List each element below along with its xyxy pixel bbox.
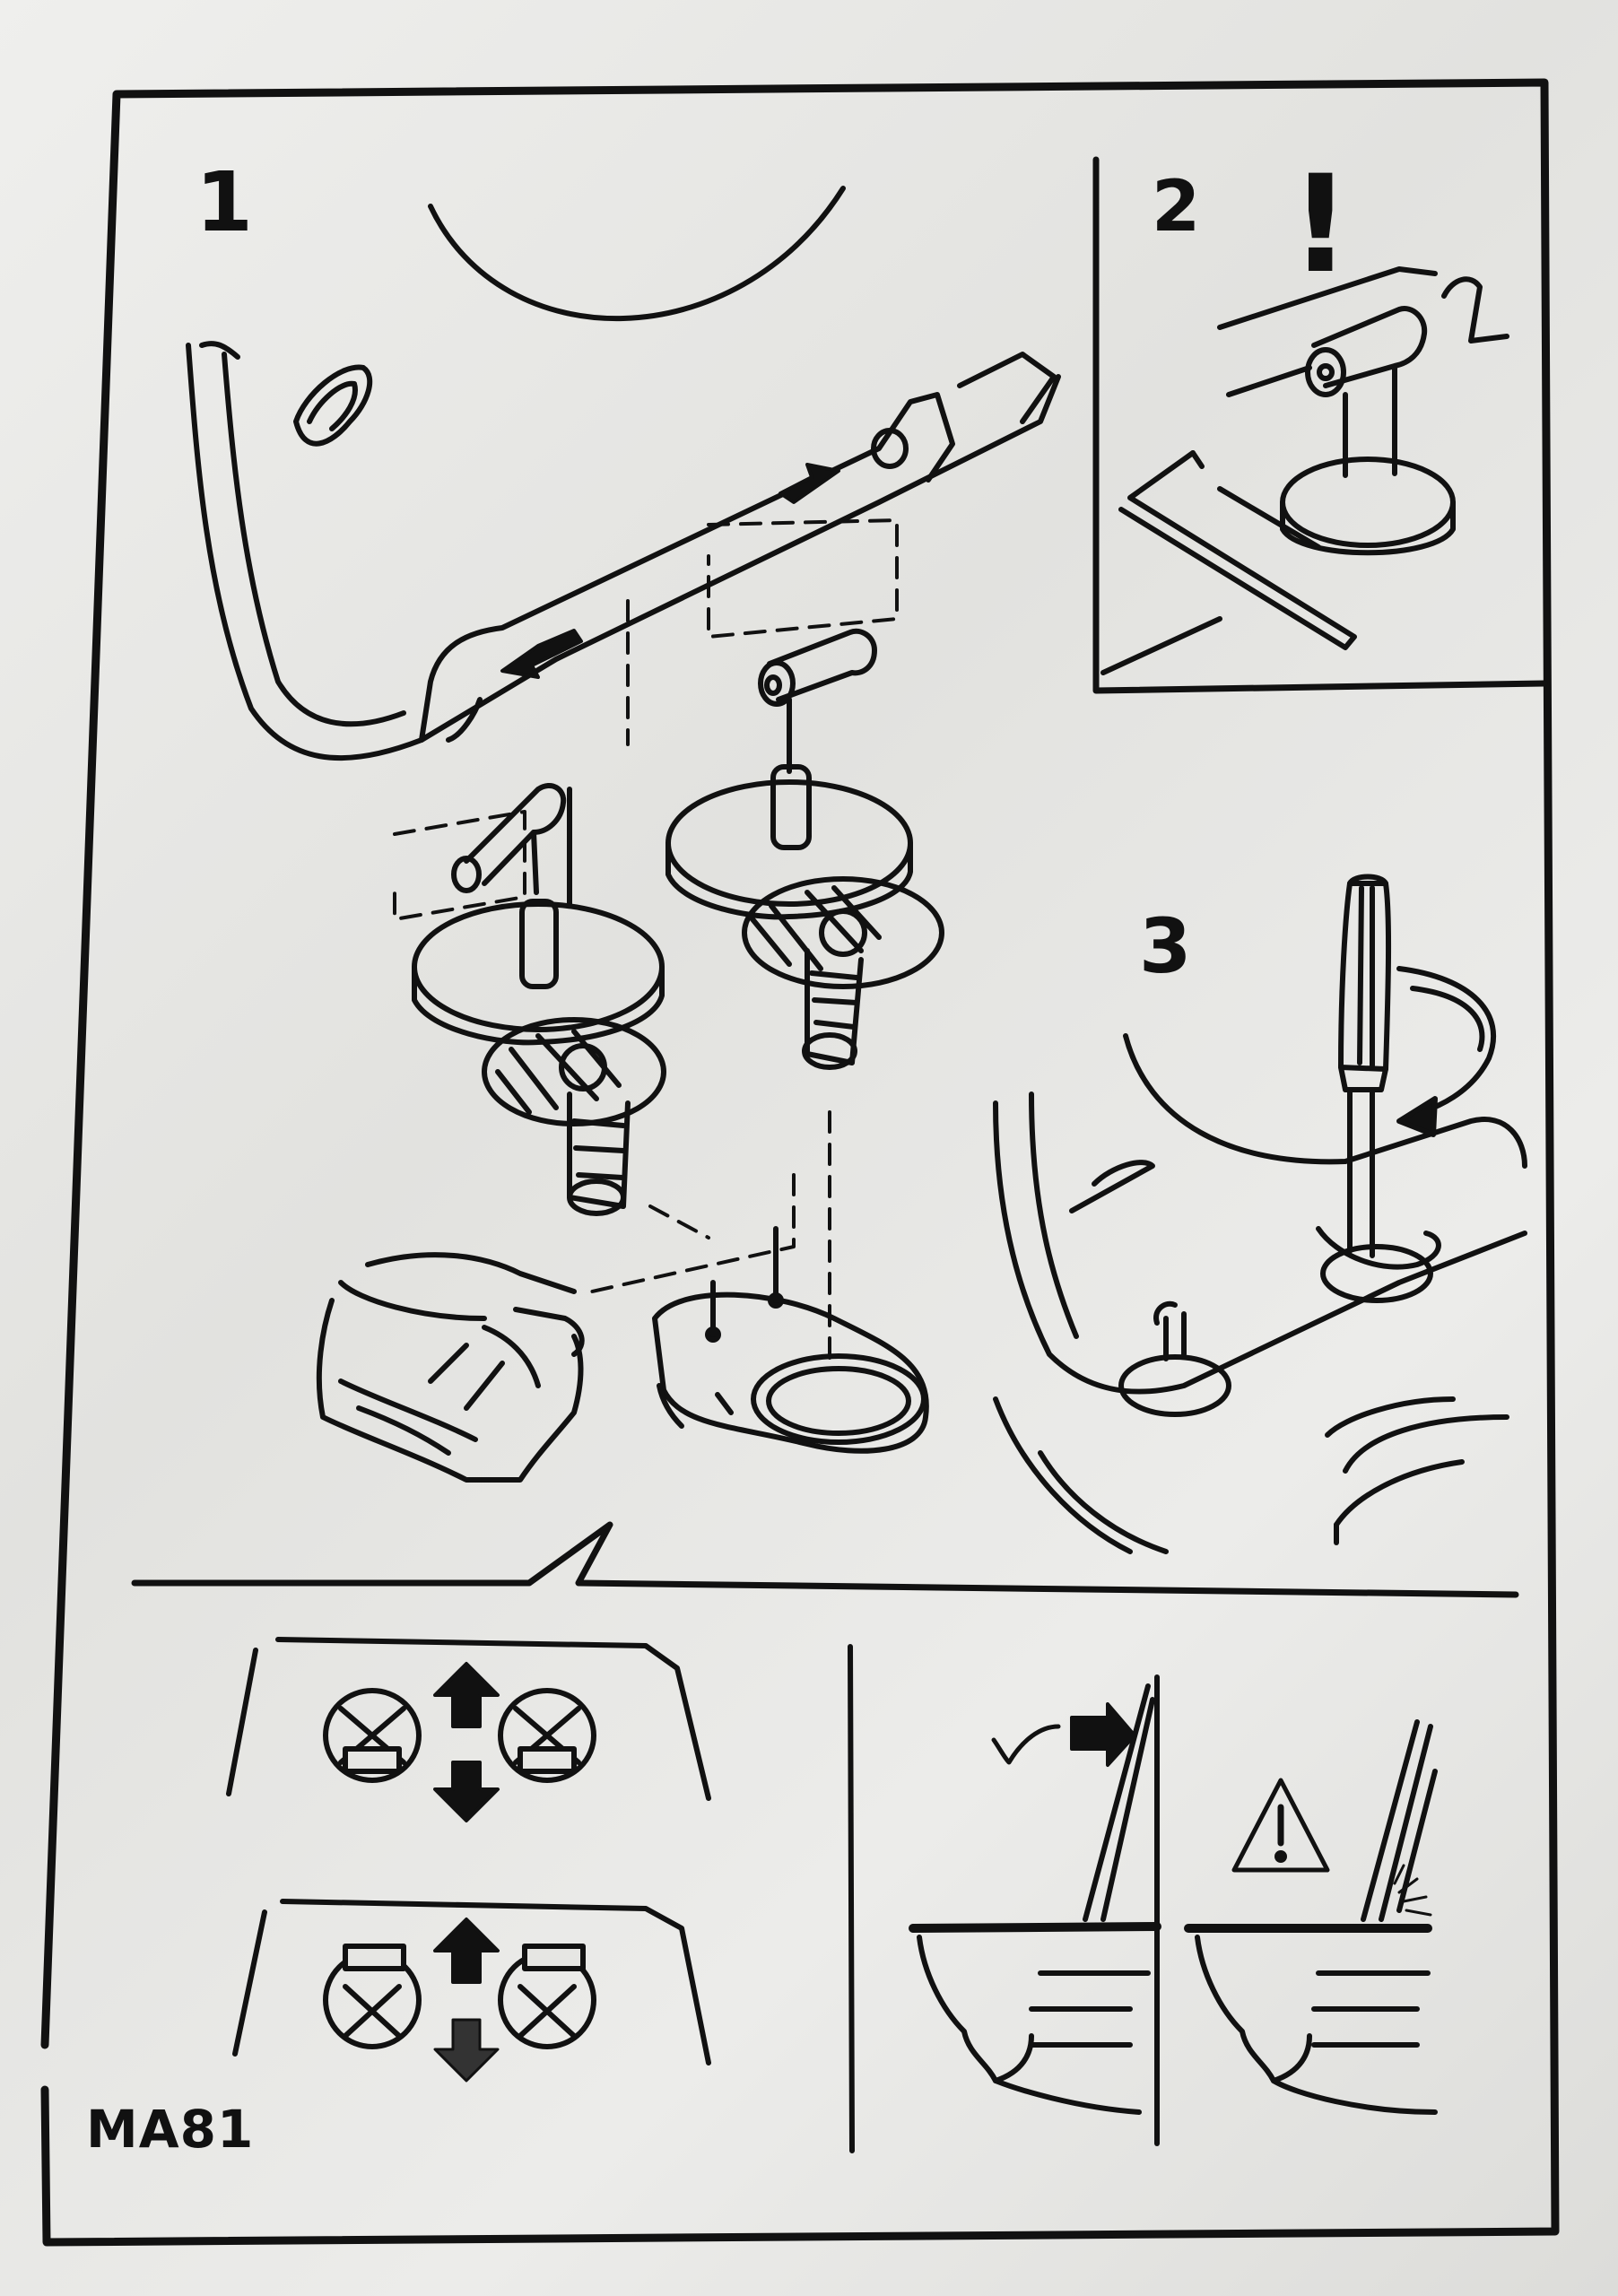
toilet-bowl	[652, 1226, 929, 1454]
hinge-detail-drawing	[1100, 266, 1509, 675]
check-icon	[991, 1724, 1061, 1765]
arrow-icon	[779, 463, 840, 504]
arrow-icon	[433, 2018, 500, 2083]
step-1-label: 1	[196, 154, 254, 250]
warning-triangle-icon	[1231, 1778, 1330, 1873]
arrow-icon	[500, 629, 583, 679]
hand-cleaning-drawing	[316, 1252, 585, 1483]
adjust-diagram-top	[226, 1637, 711, 1801]
dashed-guides	[393, 518, 899, 1365]
hinge-base-right	[665, 764, 944, 1070]
hinge-pin-right	[758, 628, 877, 774]
adjust-diagram-bottom	[232, 1899, 711, 2066]
arrow-icon	[433, 1761, 500, 1822]
correct-install-drawing	[909, 1674, 1161, 2146]
seat-lid-drawing	[186, 186, 1061, 761]
warning-install-drawing	[1184, 1719, 1438, 2115]
hinge-pin-left	[451, 783, 572, 909]
bottom-divider	[848, 1644, 855, 2153]
arrow-icon	[433, 1918, 500, 1984]
hinge-base-left	[412, 899, 666, 1216]
arrow-icon	[433, 1662, 500, 1728]
screwdriver	[1338, 874, 1392, 1258]
step3-drawing	[993, 1033, 1527, 1554]
outer-frame	[40, 78, 1560, 2247]
section-divider	[131, 1521, 1519, 1598]
rotate-arrow-icon	[1396, 966, 1496, 1137]
warning-exclamation: !	[1290, 147, 1352, 303]
step-3-label: 3	[1139, 902, 1192, 990]
arrow-icon	[1070, 1702, 1136, 1767]
model-code: MA81	[86, 2099, 255, 2160]
panel-2-border	[1092, 156, 1548, 694]
step-2-label: 2	[1152, 167, 1201, 248]
